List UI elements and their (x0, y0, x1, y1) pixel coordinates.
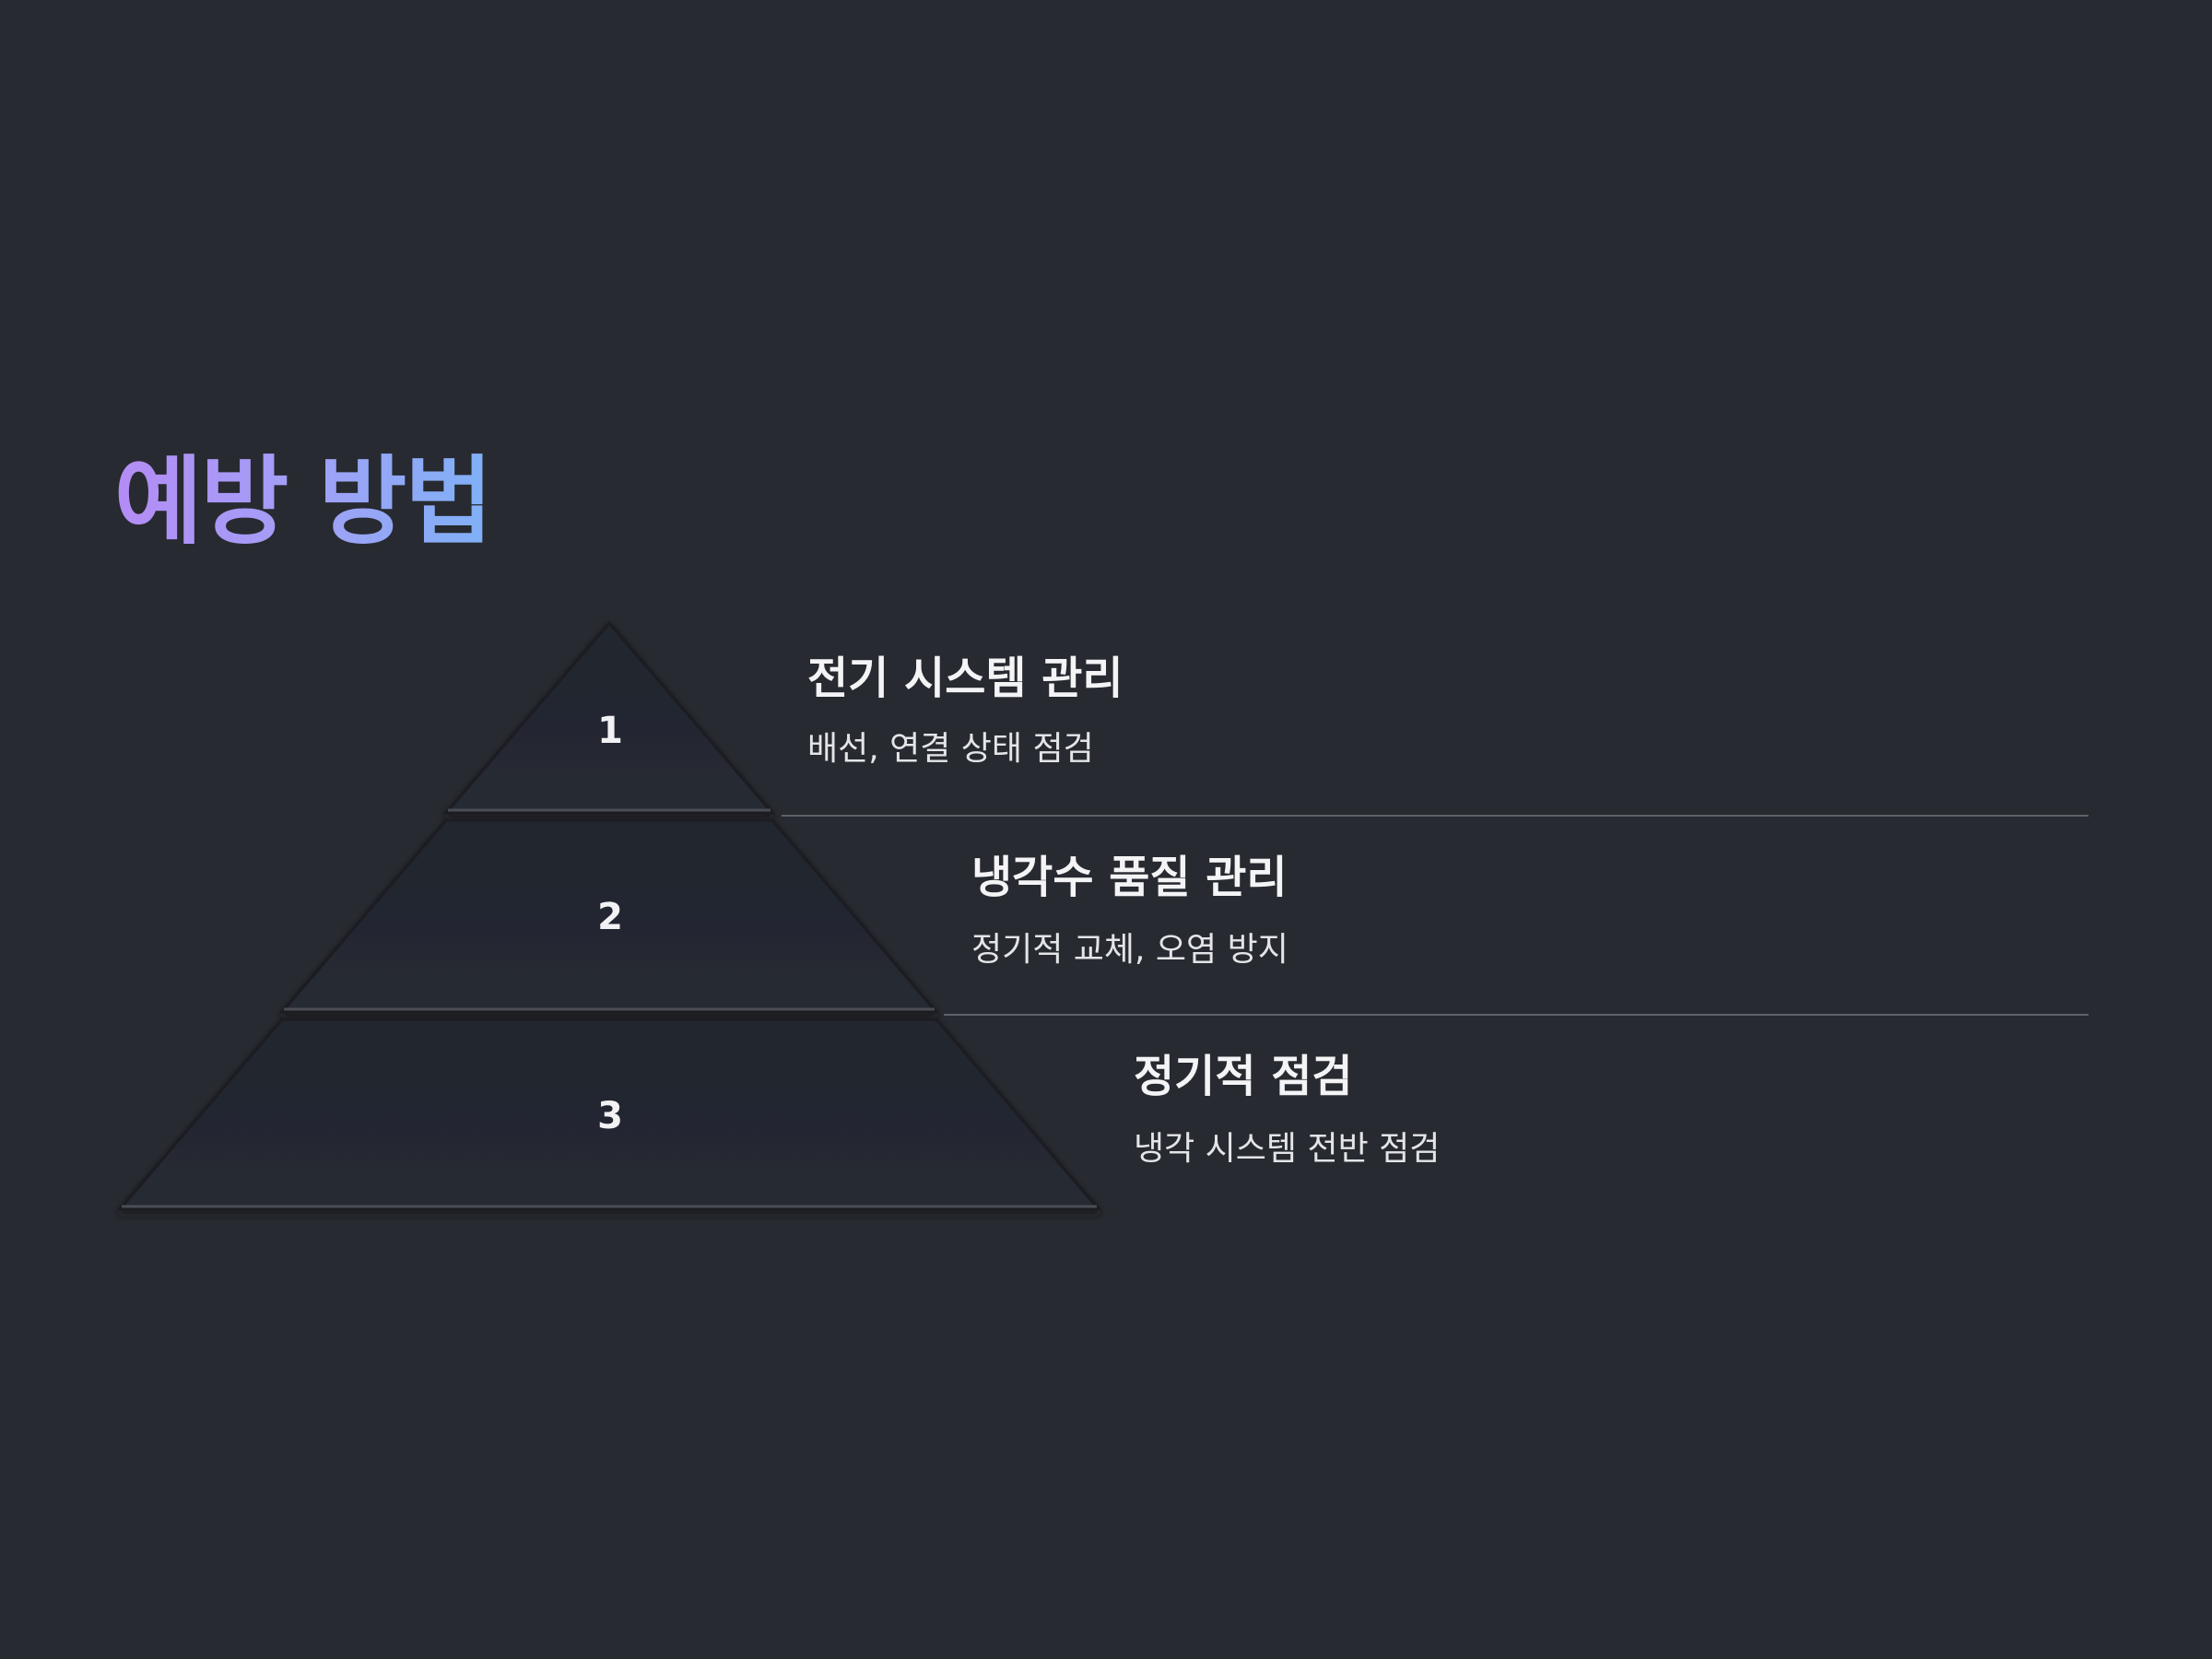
divider-1 (782, 815, 2088, 817)
tier-2-title: 냉각수 품질 관리 (971, 852, 1288, 903)
tier-2-number: 2 (597, 896, 623, 938)
tier-3-number: 3 (597, 1095, 623, 1137)
pyramid-tier-3-shape (116, 1018, 1102, 1211)
pyramid-tier-1: 1 (442, 620, 776, 815)
tier-1-title: 전기 시스템 관리 (807, 653, 1124, 704)
divider-2 (944, 1014, 2088, 1016)
tier-1-description: 배선, 연결 상태 점검 (807, 730, 1094, 768)
tier-3-title: 정기적 점검 (1134, 1051, 1353, 1102)
tier-2-description: 정기적 교체, 오염 방지 (971, 931, 1288, 969)
pyramid-tier-1-shape (442, 620, 776, 815)
pyramid-tier-2: 2 (278, 818, 940, 1014)
tier-1-number: 1 (597, 710, 623, 752)
pyramid-tier-2-shape (278, 818, 940, 1014)
tier-3-description: 냉각 시스템 전반 점검 (1134, 1130, 1441, 1168)
slide-title: 예방 방법 (114, 445, 493, 558)
pyramid-tier-3: 3 (116, 1018, 1102, 1211)
